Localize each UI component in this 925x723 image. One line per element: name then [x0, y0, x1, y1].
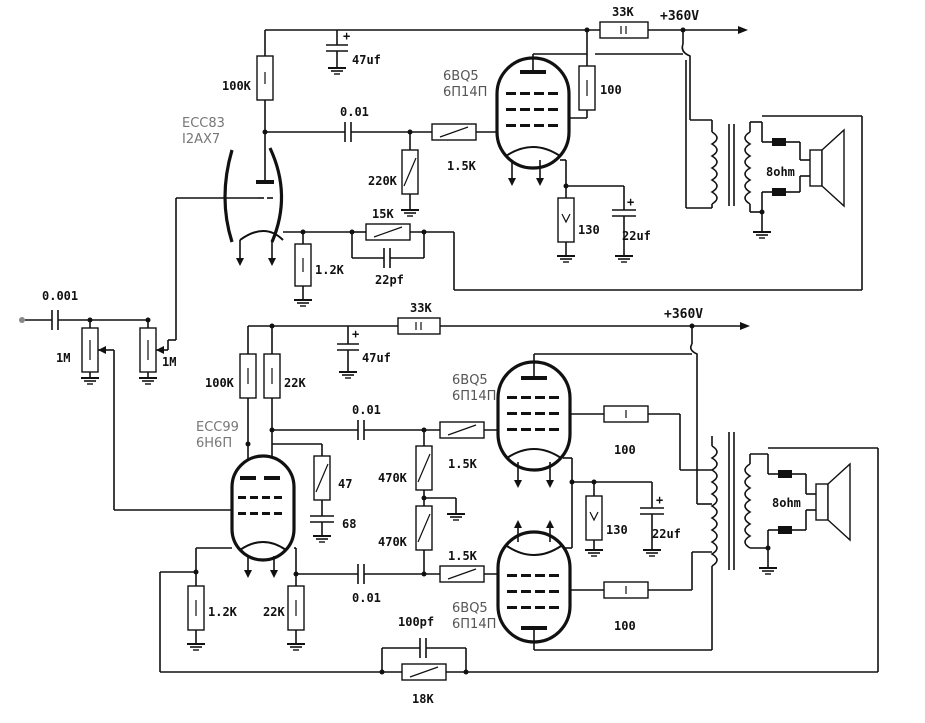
grid-stopper-bottom-lower-label: 1.5K [448, 549, 478, 563]
top-channel: +360V 33K + 47uf 100K ECC83 I2AX7 [175, 5, 863, 340]
screen-resistor-bottom-upper-label: 100 [614, 443, 636, 457]
feedback-cap-top-label: 22pf [375, 273, 404, 287]
supply-label-bottom: +360V [664, 307, 703, 322]
input-pot-right-label: 1M [162, 355, 176, 369]
output-tube-top-name: 6BQ5 [443, 69, 479, 84]
cathode-cap-bottom-label: 22uf [652, 527, 681, 541]
input-section: 0.001 1M 1M [19, 289, 176, 510]
speaker-bottom-label: 8ohm [772, 496, 801, 510]
coupling-cap-bottom-upper-label: 0.01 [352, 403, 381, 417]
driver-tube-top [223, 149, 234, 243]
input-cap-label: 0.001 [42, 289, 78, 303]
cathode-resistor-bottom-right-label: 22K [263, 605, 285, 619]
bottom-channel: +360V 33K + 47uf 100K 22K ECC99 6H6П [114, 301, 879, 706]
coupling-cap-bottom-lower-label: 0.01 [352, 591, 381, 605]
driver-tube-bottom-alt: 6H6П [196, 436, 232, 451]
driver-tube-top-name: ECC83 [182, 116, 225, 131]
supply-resistor-top [599, 21, 649, 39]
grid-stopper-bottom-upper-label: 1.5K [448, 457, 478, 471]
speaker-top [809, 149, 823, 187]
grid-stopper-top-label: 1.5K [447, 159, 477, 173]
svg-text:+: + [656, 493, 663, 507]
rc-cap-bottom-label: 68 [342, 517, 356, 531]
speaker-bottom [815, 483, 829, 521]
cathode-cap-top-label: 22uf [622, 229, 651, 243]
output-tube-bottom-lower-name: 6BQ5 [452, 601, 488, 616]
output-tube-bottom-upper-name: 6BQ5 [452, 373, 488, 388]
supply-cap-top-label: 47uf [352, 53, 381, 67]
feedback-cap-bottom-label: 100pf [398, 615, 434, 629]
speaker-top-label: 8ohm [766, 165, 795, 179]
svg-text:+: + [352, 327, 359, 341]
feedback-resistor-top-label: 15K [372, 207, 394, 221]
supply-cap-bottom-label: 47uf [362, 351, 391, 365]
cathode-resistor-bottom-label: 130 [606, 523, 628, 537]
svg-text:+: + [627, 195, 634, 209]
cathode-resistor-bottom-left-label: 1.2K [208, 605, 238, 619]
supply-resistor-top-label: 33K [612, 5, 634, 19]
cathode-resistor-driver-top-label: 1.2K [315, 263, 345, 277]
rc-resistor-bottom-label: 47 [338, 477, 352, 491]
screen-resistor-bottom-lower-label: 100 [614, 619, 636, 633]
cathode-resistor-top [557, 197, 575, 243]
supply-resistor-bottom-label: 33K [410, 301, 432, 315]
cathode-resistor-bottom [585, 495, 603, 541]
plate-resistor-bottom-b-label: 22K [284, 376, 306, 390]
grid-leak-top-label: 220K [368, 174, 398, 188]
output-tube-top [495, 56, 571, 170]
supply-label-top: +360V [660, 9, 699, 24]
supply-resistor-bottom [397, 317, 441, 335]
driver-tube-top-alt: I2AX7 [182, 132, 220, 147]
plate-resistor-bottom-a-label: 100K [205, 376, 235, 390]
driver-tube-bottom-name: ECC99 [196, 420, 239, 435]
coupling-cap-top-label: 0.01 [340, 105, 369, 119]
svg-text:+: + [343, 29, 350, 43]
output-tube-bottom-upper-alt: 6П14П [452, 389, 496, 404]
output-tube-top-alt: 6П14П [443, 85, 487, 100]
cathode-resistor-top-label: 130 [578, 223, 600, 237]
output-tube-bottom-lower [496, 530, 572, 644]
feedback-resistor-bottom-label: 18K [412, 692, 434, 706]
driver-tube-bottom [230, 454, 296, 562]
plate-resistor-top-label: 100K [222, 79, 252, 93]
input-pot-left-label: 1M [56, 351, 70, 365]
output-tube-bottom-lower-alt: 6П14П [452, 617, 496, 632]
grid-resistor-bottom-lower-label: 470K [378, 535, 408, 549]
screen-resistor-top-label: 100 [600, 83, 622, 97]
grid-resistor-bottom-upper-label: 470K [378, 471, 408, 485]
